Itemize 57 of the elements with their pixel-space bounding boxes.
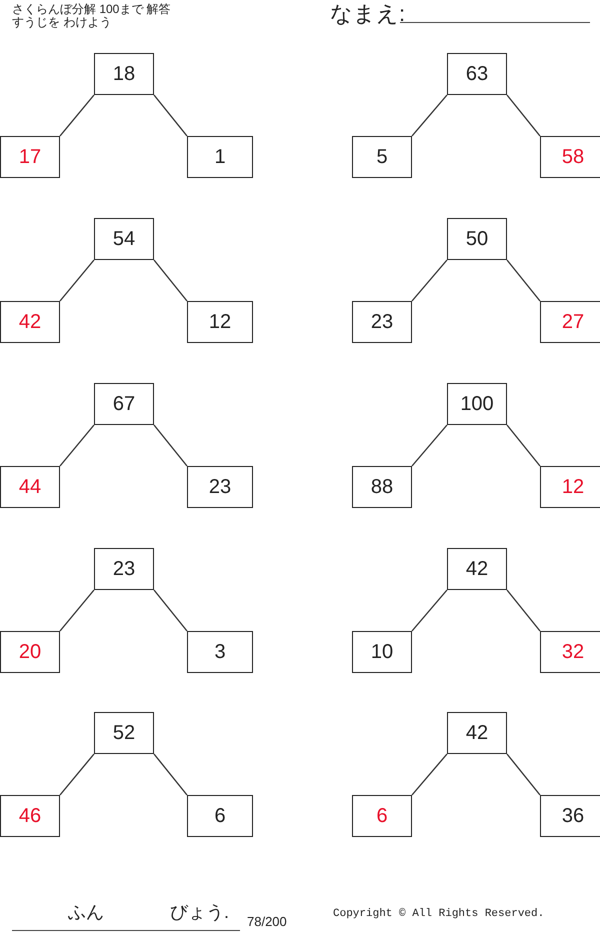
number-box: 18 bbox=[94, 53, 154, 95]
number-box: 12 bbox=[540, 466, 600, 508]
number-box: 3 bbox=[187, 631, 253, 673]
connector-line bbox=[154, 260, 188, 302]
connector-line bbox=[154, 424, 188, 466]
worksheet-title: さくらんぼ分解 100まで 解答 bbox=[12, 3, 171, 16]
number-box: 46 bbox=[0, 795, 60, 837]
instruction-text: すうじを わけよう bbox=[12, 16, 112, 30]
number-box: 58 bbox=[540, 136, 600, 178]
connector-line bbox=[506, 260, 540, 302]
connector-line bbox=[412, 424, 448, 466]
connector-line bbox=[154, 754, 188, 796]
connector-line bbox=[412, 94, 448, 136]
number-box: 1 bbox=[187, 136, 253, 178]
number-box: 10 bbox=[352, 631, 412, 673]
number-box: 23 bbox=[187, 466, 253, 508]
number-box: 50 bbox=[447, 218, 507, 260]
page-number: 78/200 bbox=[247, 915, 287, 930]
seconds-label: びょう. bbox=[170, 903, 230, 923]
number-box: 5 bbox=[352, 136, 412, 178]
number-box: 17 bbox=[0, 136, 60, 178]
connector-line bbox=[412, 590, 448, 632]
number-box: 42 bbox=[447, 548, 507, 590]
number-box: 23 bbox=[352, 301, 412, 343]
number-box: 6 bbox=[352, 795, 412, 837]
connector-line bbox=[506, 590, 540, 632]
connector-line bbox=[60, 590, 94, 632]
minutes-label: ふん bbox=[68, 903, 104, 923]
number-box: 27 bbox=[540, 301, 600, 343]
connector-line bbox=[506, 94, 540, 136]
connector-line bbox=[154, 94, 188, 136]
number-box: 100 bbox=[447, 383, 507, 425]
connector-line bbox=[60, 754, 94, 796]
connector-line bbox=[60, 424, 94, 466]
copyright-text: Copyright © All Rights Reserved. bbox=[333, 908, 544, 920]
number-box: 54 bbox=[94, 218, 154, 260]
number-box: 67 bbox=[94, 383, 154, 425]
connector-line bbox=[60, 94, 94, 136]
number-box: 52 bbox=[94, 712, 154, 754]
connector-line bbox=[412, 260, 448, 302]
number-box: 36 bbox=[540, 795, 600, 837]
number-box: 42 bbox=[0, 301, 60, 343]
number-box: 42 bbox=[447, 712, 507, 754]
number-box: 12 bbox=[187, 301, 253, 343]
connector-line bbox=[506, 424, 540, 466]
name-label: なまえ: bbox=[330, 2, 406, 26]
number-box: 44 bbox=[0, 466, 60, 508]
number-box: 88 bbox=[352, 466, 412, 508]
number-box: 6 bbox=[187, 795, 253, 837]
number-box: 23 bbox=[94, 548, 154, 590]
connector-line bbox=[60, 260, 94, 302]
number-box: 63 bbox=[447, 53, 507, 95]
connector-line bbox=[506, 754, 540, 796]
connector-line bbox=[154, 590, 188, 632]
number-box: 32 bbox=[540, 631, 600, 673]
connector-line bbox=[412, 754, 448, 796]
number-box: 20 bbox=[0, 631, 60, 673]
